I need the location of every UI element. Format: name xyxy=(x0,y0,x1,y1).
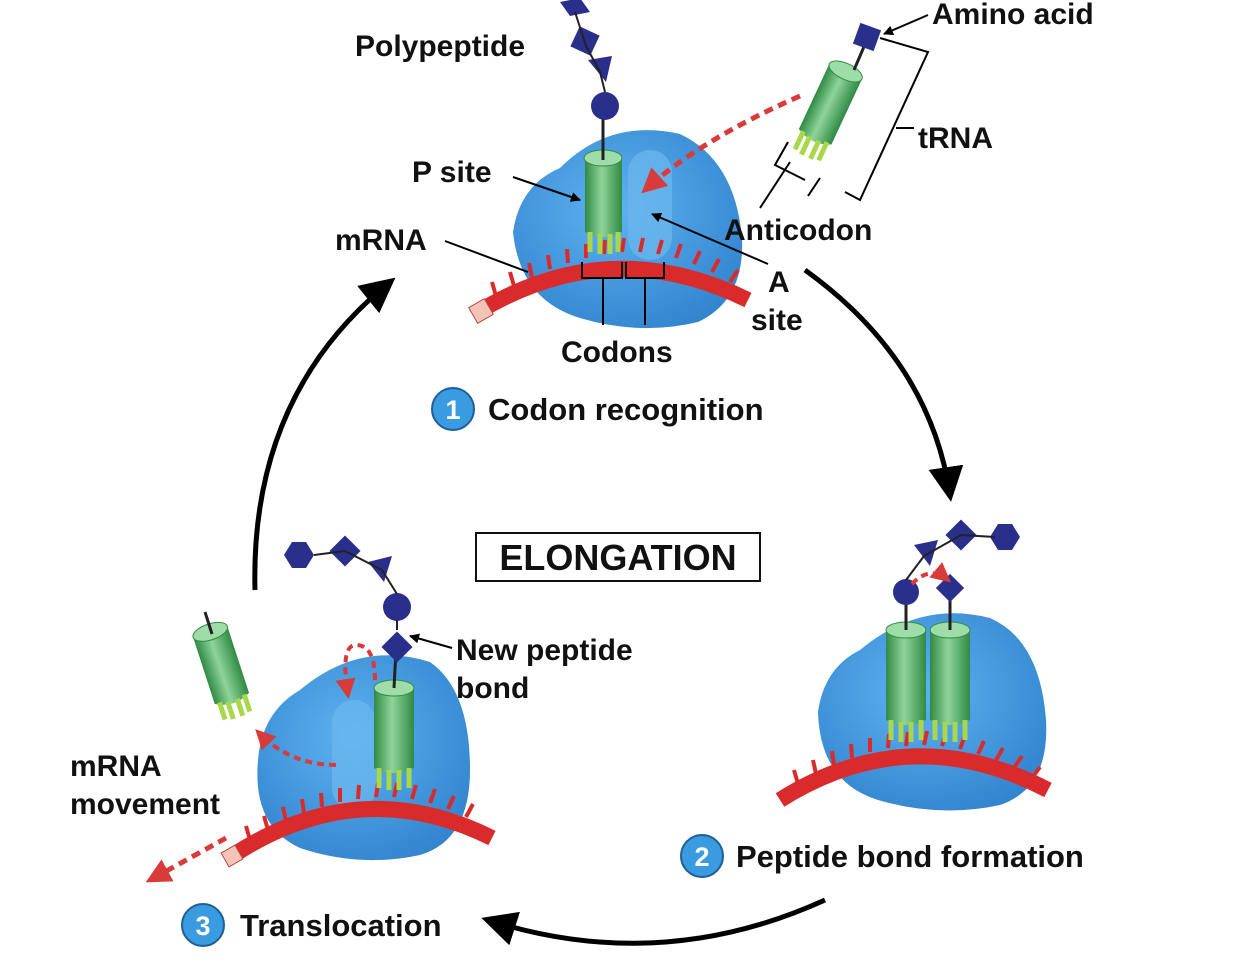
step-1: 1 Codon recognition xyxy=(431,387,764,431)
mrna-strand-step3 xyxy=(220,782,496,868)
step-1-number: 1 xyxy=(445,395,460,425)
label-mrna-movement-line2: movement xyxy=(70,788,220,821)
label-mrna: mRNA xyxy=(335,224,427,257)
trna-shift-arrow xyxy=(335,642,377,699)
cycle-arrow-3-to-1 xyxy=(252,277,396,591)
label-codons: Codons xyxy=(561,336,673,369)
label-anticodon: Anticodon xyxy=(724,214,872,247)
label-polypeptide: Polypeptide xyxy=(355,30,525,63)
step-3-label: Translocation xyxy=(240,908,442,943)
step-3-badge xyxy=(181,903,225,947)
step-2-badge xyxy=(680,834,724,878)
label-pointer-lines xyxy=(444,14,929,273)
label-amino-acid: Amino acid xyxy=(932,0,1094,31)
codon-brackets xyxy=(581,262,665,325)
elongation-title-box: ELONGATION xyxy=(475,532,761,582)
polypeptide-step3 xyxy=(284,535,413,689)
label-p-site: P site xyxy=(412,156,492,189)
mrna-movement-arrow xyxy=(145,835,228,883)
label-new-peptide-line2: bond xyxy=(456,672,529,705)
step-3-number: 3 xyxy=(195,911,210,941)
step-1-label: Codon recognition xyxy=(488,392,764,427)
label-a-site-a: A xyxy=(768,266,790,299)
mrna-strand-step1 xyxy=(468,237,752,324)
polypeptide-chain xyxy=(560,0,619,160)
trna-anticodon-brackets xyxy=(759,37,930,209)
step-2-number: 2 xyxy=(694,842,709,872)
exiting-trna xyxy=(192,611,253,721)
label-new-peptide-line1: New peptide xyxy=(456,634,633,667)
elongation-title: ELONGATION xyxy=(499,537,736,578)
trna-exit-arrow xyxy=(255,729,337,767)
step-3: 3 Translocation xyxy=(181,903,442,947)
label-mrna-movement-line1: mRNA xyxy=(70,750,162,783)
step-2: 2 Peptide bond formation xyxy=(680,834,1084,878)
trna-pair-step2 xyxy=(885,621,971,742)
mrna-strand-step2 xyxy=(775,730,1052,807)
new-peptide-bond-pointer xyxy=(409,633,453,649)
incoming-trna xyxy=(792,22,882,162)
step-1-badge xyxy=(431,387,475,431)
label-a-site-site: site xyxy=(751,304,803,337)
cycle-arrow-2-to-3 xyxy=(481,897,827,946)
label-trna: tRNA xyxy=(918,122,993,155)
ribosome-step1 xyxy=(513,130,743,329)
trna-step3 xyxy=(373,679,415,790)
cycle-arrow-1-to-2 xyxy=(803,267,964,502)
step-2-label: Peptide bond formation xyxy=(736,839,1084,874)
